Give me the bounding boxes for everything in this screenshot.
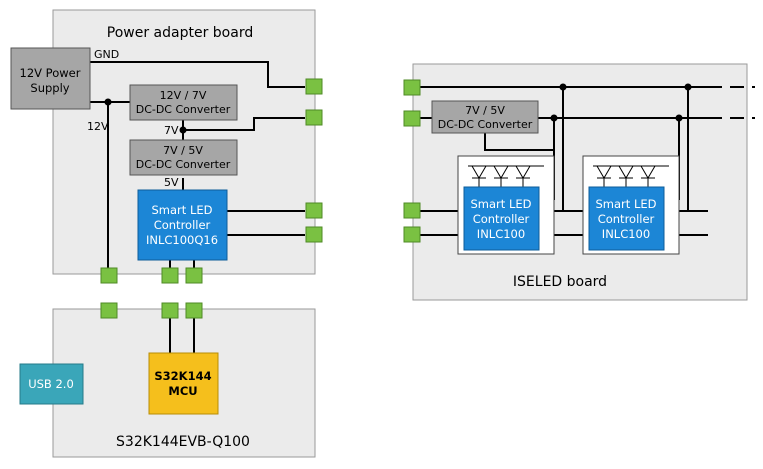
- evb-connectors: [100, 302, 203, 319]
- connector-spi-1-bottom: [161, 267, 179, 284]
- 12v-label: 12V: [87, 120, 109, 133]
- iseled-connector-data-1: [403, 202, 421, 219]
- dcdc-7v-5v-label-2: DC-DC Converter: [136, 158, 231, 171]
- connector-12v-bottom: [100, 267, 118, 284]
- iseled-ctrl1-label-1: Smart LED: [471, 197, 532, 211]
- iseled-connector-gnd: [403, 79, 421, 96]
- junction-dot: [550, 114, 558, 122]
- led-diodes-icon: [593, 165, 669, 187]
- power-board-connectors: [100, 78, 323, 284]
- iseled-dcdc-label-2: DC-DC Converter: [438, 118, 533, 131]
- iseled-module-1: Smart LED Controller INLC100: [457, 155, 555, 255]
- dcdc-7v-5v-block: 7V / 5V DC-DC Converter: [129, 139, 238, 176]
- iseled-module-2: Smart LED Controller INLC100: [582, 155, 680, 255]
- dcdc-12v-7v-block: 12V / 7V DC-DC Converter: [129, 84, 238, 121]
- evb-connector-spi-2: [185, 302, 203, 319]
- mcu-block: S32K144 MCU: [148, 352, 219, 415]
- usb-block: USB 2.0: [19, 363, 84, 405]
- evb-wires: [169, 317, 195, 353]
- evb-connector-12v: [100, 302, 118, 319]
- junction-dot: [179, 126, 187, 134]
- dcdc-12v-7v-label-1: 12V / 7V: [160, 89, 207, 102]
- usb-label: USB 2.0: [28, 377, 74, 391]
- dcdc-12v-7v-label-2: DC-DC Converter: [136, 103, 231, 116]
- 5v-label: 5V: [164, 176, 179, 189]
- mcu-label-1: S32K144: [154, 369, 211, 383]
- power-supply-label-2: Supply: [30, 81, 69, 95]
- dcdc-7v-5v-label-1: 7V / 5V: [163, 144, 203, 157]
- connector-data-1: [305, 202, 323, 219]
- power-supply-block: 12V Power Supply: [10, 47, 91, 110]
- iseled-connector-7v: [403, 110, 421, 127]
- iseled-ctrl2-label-2: Controller: [598, 212, 655, 226]
- power-supply-label-1: 12V Power: [20, 66, 81, 80]
- controller-q16-label-3: INLC100Q16: [146, 233, 218, 247]
- iseled-connector-data-2: [403, 226, 421, 243]
- evb-board-title: S32K144EVB-Q100: [116, 434, 250, 450]
- iseled-ctrl1-label-2: Controller: [473, 212, 530, 226]
- junction-dot: [104, 98, 112, 106]
- mcu-label-2: MCU: [168, 384, 197, 398]
- junction-dot: [684, 83, 692, 91]
- iseled-board-title: ISELED board: [513, 274, 607, 290]
- smart-led-controller-q16: Smart LED Controller INLC100Q16: [137, 189, 228, 261]
- iseled-dcdc-label-1: 7V / 5V: [465, 104, 505, 117]
- iseled-connectors: [403, 79, 421, 243]
- iseled-ctrl2-label-3: INLC100: [602, 227, 650, 241]
- connector-gnd: [305, 78, 323, 95]
- iseled-ctrl2-label-1: Smart LED: [596, 197, 657, 211]
- connector-data-2: [305, 226, 323, 243]
- controller-q16-label-1: Smart LED: [152, 203, 213, 217]
- evb-connector-spi-1: [161, 302, 179, 319]
- connector-7v: [305, 109, 323, 126]
- 7v-label: 7V: [164, 124, 179, 137]
- connector-spi-2-bottom: [185, 267, 203, 284]
- controller-q16-label-2: Controller: [154, 218, 211, 232]
- led-diodes-icon: [468, 165, 544, 187]
- junction-dot: [675, 114, 683, 122]
- iseled-dcdc-block: 7V / 5V DC-DC Converter: [431, 100, 539, 134]
- gnd-label: GND: [94, 48, 119, 61]
- junction-dot: [559, 83, 567, 91]
- iseled-ctrl1-label-3: INLC100: [477, 227, 525, 241]
- power-board-title: Power adapter board: [107, 25, 253, 41]
